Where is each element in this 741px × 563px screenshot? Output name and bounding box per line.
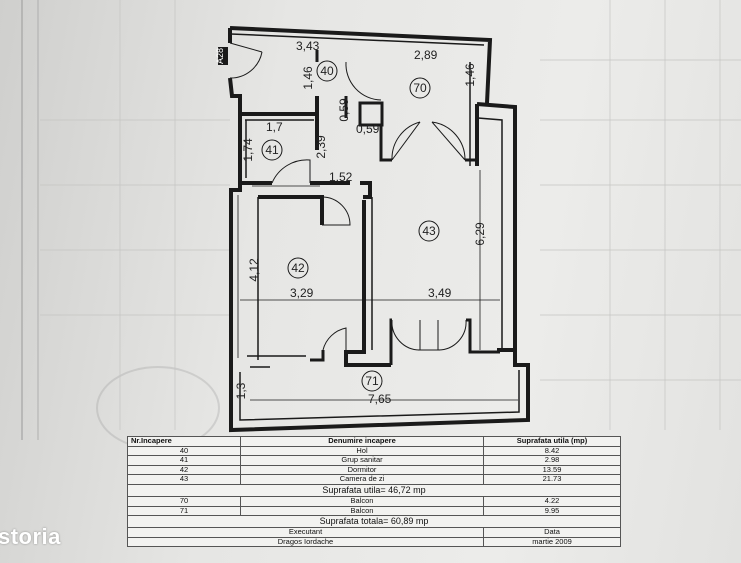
- entry-label: A28: [215, 48, 225, 64]
- dim-bedroom-width: 3,29: [290, 286, 314, 300]
- dim-bedroom-depth: 4,12: [247, 258, 261, 282]
- cell-area: 9.95: [483, 505, 621, 517]
- area-table: Nr.Incapere Denumire incapere Suprafata …: [127, 436, 621, 548]
- cell-area: 2.98: [483, 455, 621, 466]
- room-number-hol: 40: [320, 64, 334, 78]
- date-header: Data: [483, 527, 621, 538]
- entry-marker: A28: [215, 47, 228, 65]
- dim-living-depth: 6,29: [473, 222, 487, 246]
- room-number-balcony-71: 71: [365, 374, 379, 388]
- col-header-name: Denumire incapere: [240, 436, 484, 447]
- logo-text: storia: [0, 524, 61, 549]
- dim-living-width: 3,49: [428, 286, 452, 300]
- cell-name: Camera de zi: [240, 474, 484, 485]
- dim-hall-width: 3,43: [296, 39, 320, 53]
- dim-column-height: 0,59: [337, 98, 351, 122]
- cell-name: Balcon: [240, 505, 484, 517]
- dim-hall-length: 2,39: [314, 135, 328, 159]
- col-header-area: Suprafata utila (mp): [483, 436, 621, 447]
- dim-bath-width: 1,7: [266, 120, 283, 134]
- room-number-living: 43: [422, 224, 436, 238]
- total-area: Suprafata totala= 60,89 mp: [127, 515, 621, 529]
- cell-area: 4.22: [483, 495, 621, 507]
- floor-plan: A28 3,43 2,89 1,46 1,46 0,59 0,59 1,7 1,…: [21, 0, 741, 440]
- cell-nr: 41: [127, 455, 241, 466]
- dim-passage: 1,52: [329, 170, 353, 184]
- dim-hall-depth: 1,46: [301, 66, 315, 90]
- col-header-nr: Nr.Incapere: [127, 436, 241, 447]
- room-number-bath: 41: [265, 143, 279, 157]
- dim-balcony70-width: 2,89: [414, 48, 438, 62]
- storia-logo: storia: [0, 524, 61, 550]
- table-row: 70 Balcon 4.22: [127, 495, 621, 507]
- executant-name: Dragos Iordache: [127, 536, 484, 548]
- room-number-bedroom: 42: [291, 261, 305, 275]
- dim-column-width: 0,59: [356, 122, 380, 136]
- dim-balcony71-width: 7,65: [368, 392, 392, 406]
- door-swings: [229, 42, 467, 351]
- cell-nr: 43: [127, 474, 241, 485]
- cell-nr: 71: [127, 505, 241, 517]
- walls: [228, 26, 530, 433]
- usable-area-total: Suprafata utila= 46,72 mp: [127, 483, 621, 497]
- table-row: 71 Balcon 9.95: [127, 505, 621, 517]
- dim-balcony70-depth: 1,46: [463, 63, 477, 87]
- room-number-balcony-70: 70: [413, 81, 427, 95]
- cell-name: Grup sanitar: [240, 455, 484, 466]
- table-row: 41 Grup sanitar 2.98: [127, 455, 621, 466]
- executant-header: Executant: [127, 527, 484, 538]
- cell-area: 21.73: [483, 474, 621, 485]
- table-row: 43 Camera de zi 21.73: [127, 474, 621, 485]
- date-value: martie 2009: [483, 536, 621, 548]
- cell-name: Balcon: [240, 495, 484, 507]
- dim-balcony71-depth: 1,3: [234, 382, 248, 399]
- dim-bath-depth: 1,74: [241, 138, 255, 162]
- cell-nr: 70: [127, 495, 241, 507]
